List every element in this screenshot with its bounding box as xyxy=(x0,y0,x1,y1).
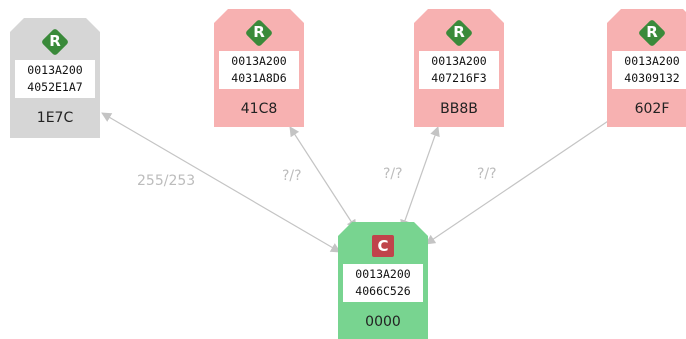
network-id: 41C8 xyxy=(240,101,278,117)
link-label-1: 255/253 xyxy=(137,173,196,189)
coordinator-badge-icon xyxy=(372,235,394,257)
link-line-3 xyxy=(400,126,440,230)
badge-letter: R xyxy=(49,32,61,50)
node-address: 0013A200 4066C526 xyxy=(343,264,423,302)
link-label-2: ?/? xyxy=(282,168,302,184)
address-low: 4031A8D6 xyxy=(231,71,287,85)
address-high: 0013A200 xyxy=(624,54,680,68)
router-node-41c8[interactable]: R 0013A200 4031A8D6 41C8 xyxy=(214,9,304,127)
link-label-3: ?/? xyxy=(383,166,403,182)
node-address: 0013A200 407216F3 xyxy=(419,51,499,89)
link-label-4: ?/? xyxy=(477,166,497,182)
address-high: 0013A200 xyxy=(431,54,487,68)
node-address: 0013A200 40309132 xyxy=(612,51,686,89)
address-low: 40309132 xyxy=(624,71,680,85)
node-address: 0013A200 4031A8D6 xyxy=(219,51,299,89)
coordinator-node-0000[interactable]: C 0013A200 4066C526 0000 xyxy=(338,222,428,339)
address-high: 0013A200 xyxy=(27,63,83,77)
network-id: 602F xyxy=(634,101,670,117)
network-id: 0000 xyxy=(365,314,401,330)
network-id: 1E7C xyxy=(36,110,74,126)
address-high: 0013A200 xyxy=(231,54,287,68)
link-line-2 xyxy=(289,126,357,230)
router-node-bb8b[interactable]: R 0013A200 407216F3 BB8B xyxy=(414,9,504,127)
node-address: 0013A200 4052E1A7 xyxy=(15,60,95,98)
address-low: 4052E1A7 xyxy=(27,80,83,94)
address-high: 0013A200 xyxy=(355,267,411,281)
router-node-602f[interactable]: R 0013A200 40309132 602F xyxy=(607,9,686,127)
address-low: 407216F3 xyxy=(431,71,487,85)
badge-letter: C xyxy=(377,237,389,255)
router-node-1e7c[interactable]: R 0013A200 4052E1A7 1E7C xyxy=(10,18,100,138)
badge-letter: R xyxy=(646,23,658,41)
badge-letter: R xyxy=(453,23,465,41)
link-line-4 xyxy=(425,112,621,245)
network-id: BB8B xyxy=(440,101,478,117)
badge-letter: R xyxy=(253,23,265,41)
address-low: 4066C526 xyxy=(355,284,411,298)
